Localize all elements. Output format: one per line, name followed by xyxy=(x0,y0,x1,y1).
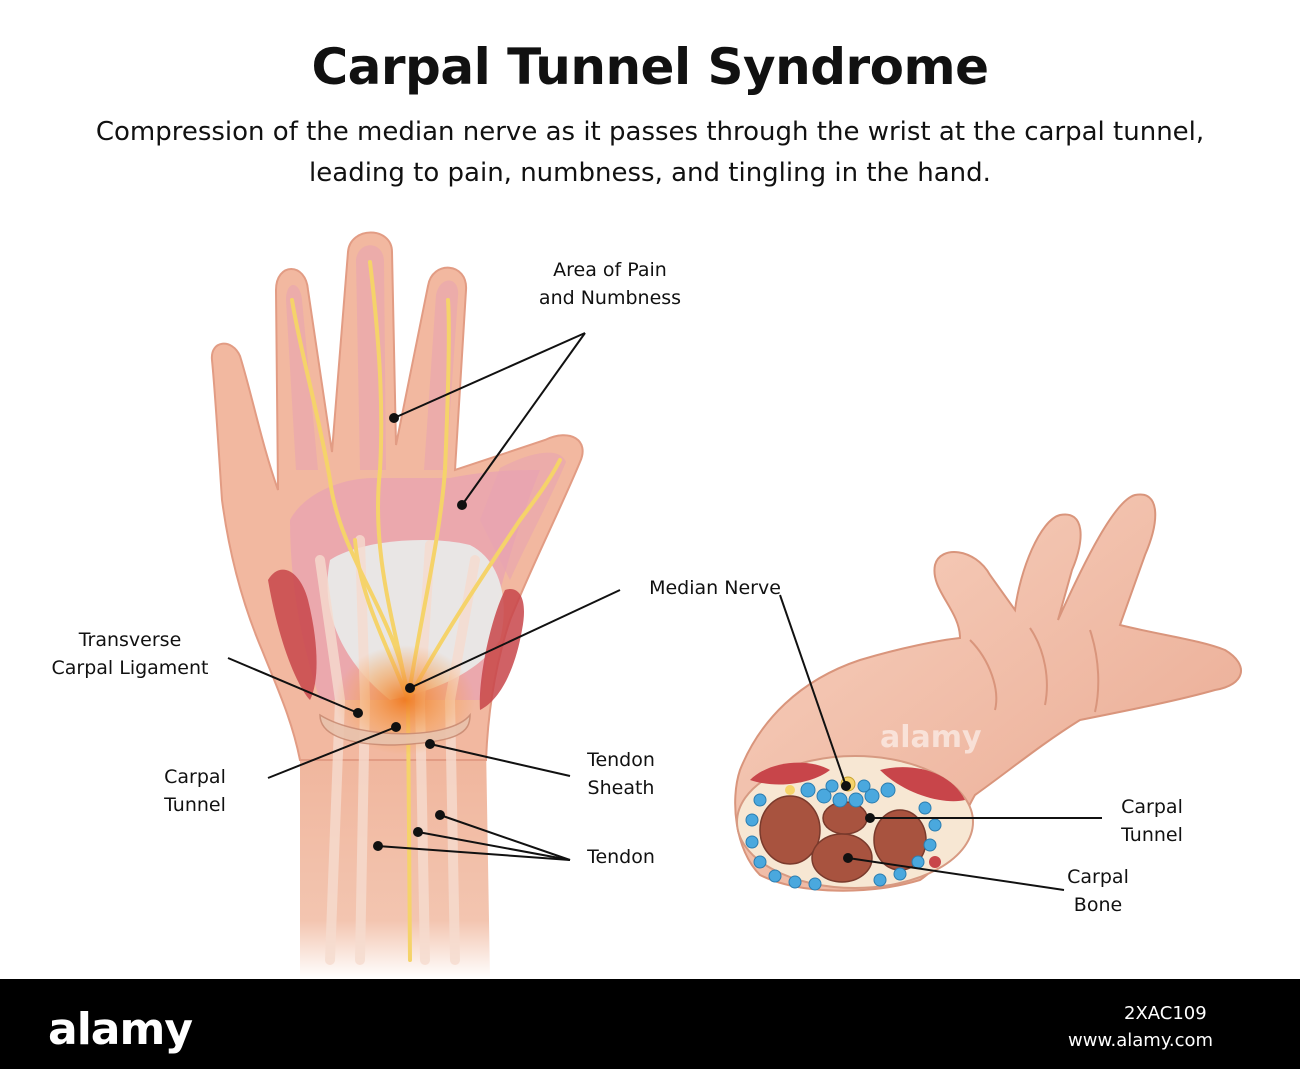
label-carpal-bone: Carpal Bone xyxy=(1050,863,1146,919)
label-tendon: Tendon xyxy=(566,843,676,871)
label-carpal-tunnel-left-line1: Carpal xyxy=(164,766,226,788)
label-carpal-bone-line1: Carpal xyxy=(1067,866,1129,888)
label-carpal-bone-line2: Bone xyxy=(1073,894,1123,916)
label-area-of-pain: Area of Pain and Numbness xyxy=(520,256,700,312)
inflammation-glow xyxy=(335,645,475,755)
leader-carpal-bone xyxy=(847,857,1065,891)
label-carpal-tunnel-left: Carpal Tunnel xyxy=(140,763,250,819)
leader-tendon-2 xyxy=(417,831,571,861)
diagram-subtitle: Compression of the median nerve as it pa… xyxy=(95,117,1205,188)
label-transverse-line1: Transverse xyxy=(78,629,182,651)
hypothenar-muscle xyxy=(479,589,525,710)
forearm-shape xyxy=(300,745,490,979)
leader-area-pain-2 xyxy=(461,332,586,506)
label-carpal-tunnel-right-line1: Carpal xyxy=(1121,796,1183,818)
watermark-footer xyxy=(0,979,1300,1069)
label-median-nerve-line1: Median Nerve xyxy=(649,577,781,599)
leader-tendon-3 xyxy=(439,814,571,861)
label-carpal-tunnel-right: Carpal Tunnel xyxy=(1100,793,1204,849)
label-tendon-sheath-line2: Sheath xyxy=(587,777,655,799)
leader-median-nerve-right xyxy=(779,594,847,787)
leader-area-pain-1 xyxy=(393,332,586,419)
watermark-url: www.alamy.com xyxy=(1068,1030,1214,1051)
leader-carpal-tunnel-left xyxy=(267,726,397,779)
watermark-logo: alamy xyxy=(48,1004,193,1055)
leader-lines xyxy=(227,332,1102,891)
label-transverse-line2: Carpal Ligament xyxy=(51,657,209,679)
leader-median-nerve-left xyxy=(409,589,621,689)
section-muscle-right xyxy=(880,767,965,802)
label-carpal-tunnel-left-line2: Tunnel xyxy=(164,794,226,816)
label-carpal-tunnel-right-line2: Tunnel xyxy=(1121,824,1183,846)
label-tendon-sheath-line1: Tendon xyxy=(587,749,655,771)
label-transverse-carpal-ligament: Transverse Carpal Ligament xyxy=(30,626,230,682)
carpal-bones xyxy=(759,795,927,883)
thenar-muscle xyxy=(268,569,317,700)
leader-tendon-sheath xyxy=(429,743,571,777)
illustration-canvas xyxy=(210,231,1242,979)
transverse-carpal-ligament xyxy=(319,712,471,746)
label-tendon-sheath: Tendon Sheath xyxy=(566,746,676,802)
section-muscle-left xyxy=(750,762,830,785)
diagram-title: Carpal Tunnel Syndrome xyxy=(311,38,989,96)
label-area-of-pain-line2: and Numbness xyxy=(538,287,682,309)
leader-dots xyxy=(353,413,875,863)
watermark-overlay: alamy xyxy=(880,720,982,755)
label-area-of-pain-line1: Area of Pain xyxy=(553,259,667,281)
left-hand-illustration xyxy=(210,231,584,979)
watermark-image-id: 2XAC109 xyxy=(1124,1003,1207,1024)
leader-tendon-1 xyxy=(377,845,571,861)
tendons-blue xyxy=(745,779,942,891)
label-median-nerve: Median Nerve xyxy=(620,574,810,602)
leader-transverse-ligament xyxy=(227,657,359,714)
label-tendon-line1: Tendon xyxy=(587,846,655,868)
